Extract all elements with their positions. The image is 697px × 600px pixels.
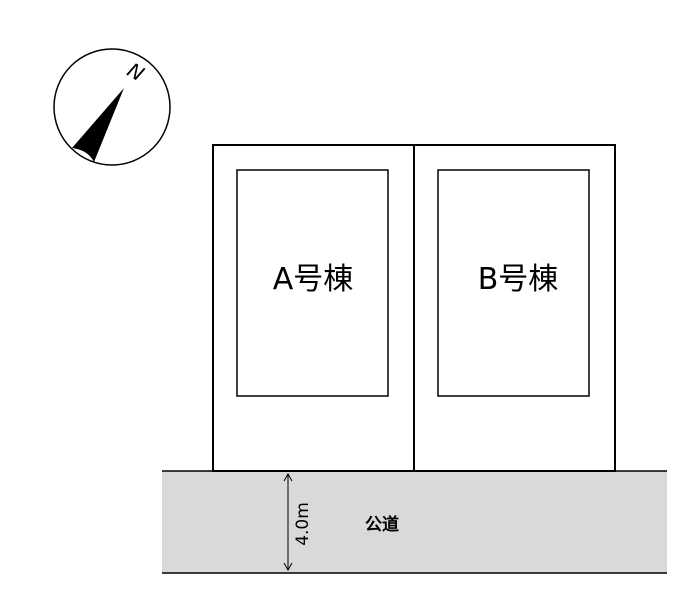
road-width-dimension: [283, 472, 293, 572]
lot-b-building: [437, 169, 590, 397]
road-label: 公道: [365, 514, 399, 535]
lot-b: B号棟: [413, 144, 616, 472]
lot-a-label: A号棟: [273, 262, 354, 297]
north-arrow-icon: [72, 88, 124, 162]
lot-b-label: B号棟: [478, 262, 559, 297]
compass: N: [53, 48, 171, 166]
lot-a-boundary: [212, 144, 415, 472]
lot-a: A号棟: [212, 144, 415, 472]
road-width-label: 4.0m: [293, 502, 313, 546]
road-area: [162, 471, 667, 573]
lot-b-boundary: [413, 144, 616, 472]
lot-a-building: [236, 169, 389, 397]
road: 4.0m 公道: [162, 470, 667, 574]
